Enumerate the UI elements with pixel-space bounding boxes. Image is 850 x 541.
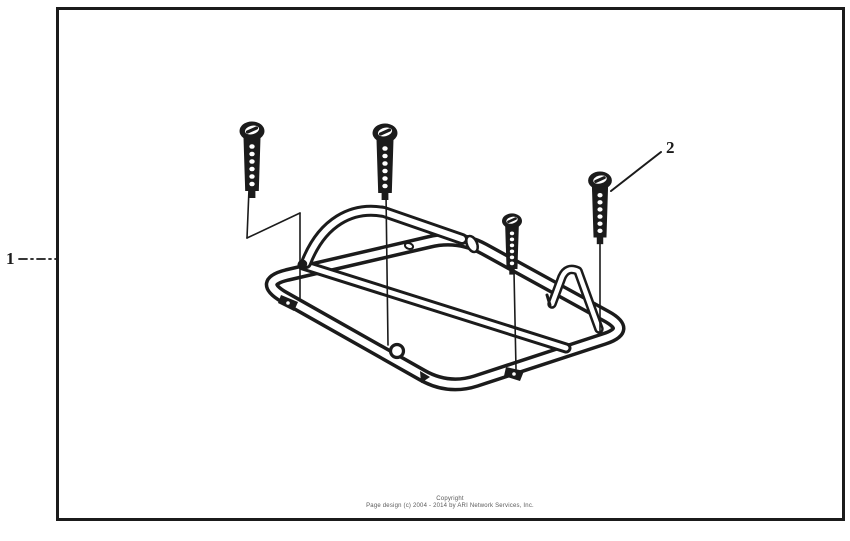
screw-1: [239, 121, 265, 198]
weld-joint: [298, 259, 308, 269]
frame-notch: [420, 371, 430, 383]
callout-2-leader: [610, 151, 662, 192]
copyright-line-2: Page design (c) 2004 - 2014 by ARI Netwo…: [366, 503, 534, 509]
callout-label-1[interactable]: 1: [6, 249, 15, 268]
mount-tab-left: [278, 295, 298, 311]
cross-tube: [297, 259, 572, 354]
copyright-line-1: Copyright: [436, 496, 464, 502]
screw-4: [588, 171, 612, 245]
handle-hole: [403, 242, 415, 250]
mount-tab-right: [504, 367, 524, 381]
handle-tube: [298, 204, 479, 269]
callout-label-2[interactable]: 2: [666, 138, 675, 157]
screw-2: [372, 123, 398, 200]
diagram-border: [56, 7, 845, 521]
hook-bracket-tube: [545, 264, 604, 334]
copyright-footer: Copyright Page design (c) 2004 - 2014 by…: [57, 496, 843, 510]
pipe-open-end: [465, 234, 479, 254]
screw-3: [502, 213, 522, 275]
bracket-tick: [545, 293, 552, 307]
mount-loop: [388, 342, 406, 360]
projection-lines: [246, 188, 601, 370]
